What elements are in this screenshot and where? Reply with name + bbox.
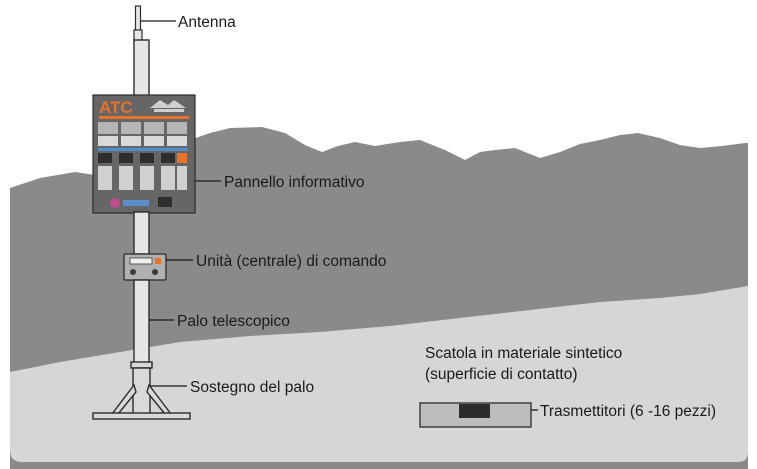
label-pole-base: Sostegno del palo: [190, 379, 314, 396]
panel-partner-logo-icon: [158, 197, 172, 207]
control-unit-display: [129, 257, 153, 265]
synthetic-box: [419, 402, 532, 428]
panel-text-blocks: [98, 166, 187, 190]
control-unit-button-right: [152, 269, 158, 275]
snow-ground: [10, 286, 748, 462]
transmitter-block: [459, 404, 490, 418]
information-panel: ATC: [92, 94, 196, 214]
panel-mountain-logo-icon: [150, 100, 186, 112]
panel-warning-icon: [177, 153, 187, 163]
label-antenna: Antenna: [178, 14, 236, 31]
telescopic-pole-mid: [133, 211, 150, 255]
panel-sponsor-logo-icon: [110, 198, 120, 208]
panel-icon-row: [98, 153, 175, 163]
label-box-line-1: Scatola in materiale sintetico: [425, 345, 622, 362]
label-telescopic-pole: Palo telescopico: [177, 313, 290, 330]
telescopic-pole-lower: [133, 279, 150, 366]
control-unit-indicator: [155, 258, 161, 264]
telescopic-pole-upper: [133, 39, 150, 99]
panel-subtitle-bar: [99, 116, 189, 119]
control-unit-button-left: [130, 269, 136, 275]
label-information-panel: Pannello informativo: [224, 174, 364, 191]
panel-info-stripe: [98, 148, 188, 151]
panel-sponsor-text: [123, 200, 149, 206]
label-transmitters: Trasmettitori (6 -16 pezzi): [540, 403, 716, 420]
panel-photo-row-1: [98, 122, 187, 134]
panel-logo: ATC: [99, 98, 133, 117]
label-box-line-2: (superficie di contatto): [425, 366, 578, 383]
label-control-unit: Unità (centrale) di comando: [196, 253, 386, 270]
pole-base: [92, 361, 191, 420]
control-unit: [123, 253, 167, 281]
panel-text-row-1: [98, 136, 187, 146]
